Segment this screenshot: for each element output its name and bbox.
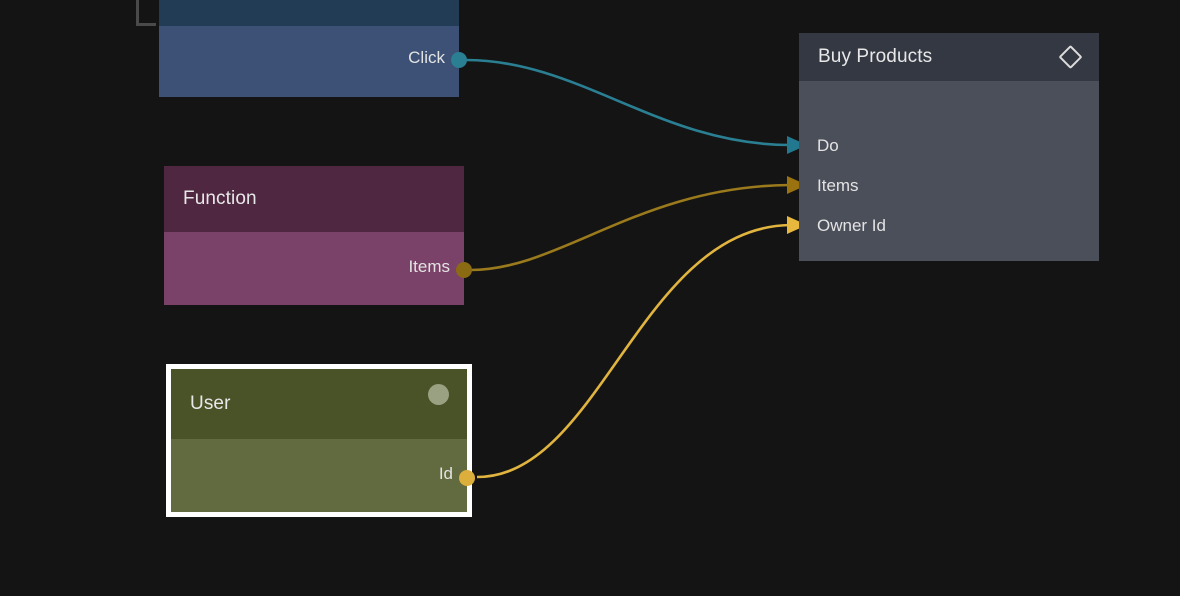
selection-corner-bracket [136, 0, 156, 26]
input-row-items[interactable]: Items [817, 176, 859, 196]
output-label-id: Id [438, 464, 453, 483]
node-header-user[interactable]: User [171, 369, 467, 439]
node-header-click[interactable] [159, 0, 459, 26]
wire-click-to-do [465, 58, 791, 147]
status-dot-icon [428, 384, 449, 405]
node-click-event[interactable]: Click [159, 0, 467, 97]
node-body-user: Id [171, 439, 467, 512]
input-row-do[interactable]: Do [817, 136, 839, 156]
node-title-user: User [190, 393, 231, 414]
node-body-buy-products: Do Items Owner Id [799, 81, 1099, 261]
node-title-function: Function [183, 188, 257, 209]
output-pin-click[interactable] [451, 52, 467, 68]
input-label-do: Do [817, 136, 839, 155]
output-pin-items[interactable] [456, 262, 472, 278]
diamond-icon [1058, 44, 1083, 70]
output-row-items[interactable]: Items [408, 257, 450, 277]
output-label-items: Items [408, 257, 450, 276]
wire-items-to-items [470, 183, 791, 272]
node-user[interactable]: User Id [166, 364, 475, 517]
node-function[interactable]: Function Items [164, 166, 472, 305]
output-pin-id[interactable] [459, 470, 475, 486]
node-header-function[interactable]: Function [164, 166, 464, 232]
node-buy-products[interactable]: Buy Products Do Items Owner Id [799, 33, 1099, 261]
input-label-items: Items [817, 176, 859, 195]
node-header-buy-products[interactable]: Buy Products [799, 33, 1099, 81]
output-row-id[interactable]: Id [439, 464, 453, 484]
node-body-function: Items [164, 232, 464, 305]
node-body-click: Click [159, 26, 459, 97]
output-label-click: Click [408, 48, 445, 67]
node-title-buy-products: Buy Products [818, 46, 933, 67]
input-row-owner-id[interactable]: Owner Id [817, 216, 886, 236]
input-label-owner-id: Owner Id [817, 216, 886, 235]
output-row-click[interactable]: Click [408, 48, 445, 68]
wire-id-to-owner-id [476, 223, 791, 479]
